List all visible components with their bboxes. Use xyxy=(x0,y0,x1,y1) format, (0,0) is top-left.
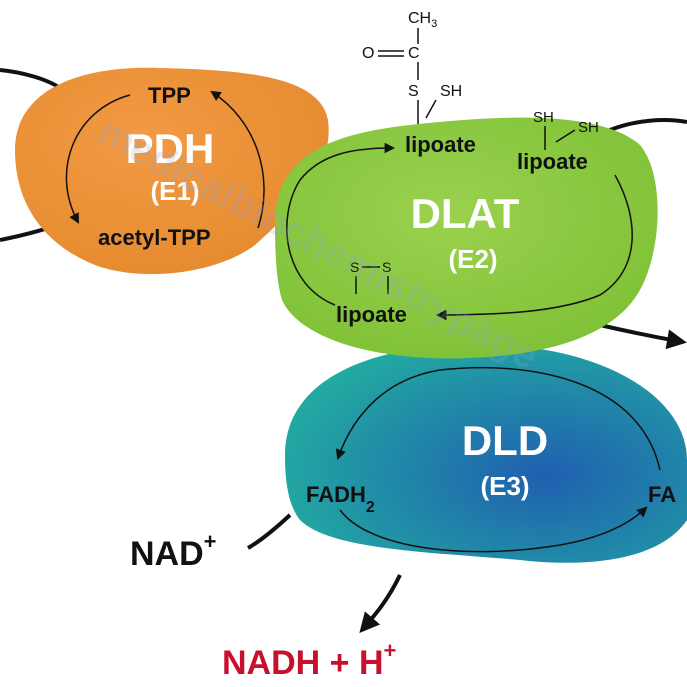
pdh-name: PDH xyxy=(126,125,215,172)
acetyl-structure: CH3 O C S SH xyxy=(362,10,462,124)
ch3-label: CH3 xyxy=(408,10,437,30)
sh-acetyl-label: SH xyxy=(440,83,462,100)
sulfur-acetyl-label: S xyxy=(408,83,419,100)
pdh-cycle-right-arrow xyxy=(210,90,265,229)
acetyl-tpp-label: acetyl-TPP xyxy=(98,225,211,250)
dlat-code: (E2) xyxy=(448,244,497,274)
oxidized-lipoate-disulfide: S S xyxy=(350,259,391,294)
dlat-cycle-left-arrow xyxy=(286,142,396,306)
tpp-label: TPP xyxy=(148,83,191,108)
dlat-cycle-right-arrow xyxy=(435,174,633,321)
dld-cycle-bottom-arrow xyxy=(339,506,648,553)
s-left-label: S xyxy=(350,259,359,275)
nadh-output-arrow xyxy=(359,574,402,634)
dld-enzyme-blob xyxy=(285,344,687,563)
output-arrow-right xyxy=(599,323,687,350)
output-line-right xyxy=(609,118,687,132)
dld-cycle-top-arrow xyxy=(335,366,661,471)
pdh-enzyme-blob xyxy=(15,67,329,275)
dld-name: DLD xyxy=(462,417,548,464)
sh-left-label: SH xyxy=(533,109,554,126)
lipoate-reduced-label: lipoate xyxy=(517,149,588,174)
dlat-name: DLAT xyxy=(411,190,520,237)
reduced-lipoate-sh: SH SH xyxy=(533,109,599,150)
s-right-label: S xyxy=(382,259,391,275)
pdh-cycle-left-arrow xyxy=(65,94,131,224)
fadh2-label: FADH2 xyxy=(306,482,375,516)
lipoate-acetyl-label: lipoate xyxy=(405,132,476,157)
dlat-enzyme-blob xyxy=(275,117,658,359)
nad-input-line xyxy=(247,513,292,550)
sh-right-label: SH xyxy=(578,119,599,136)
oxygen-label: O xyxy=(362,45,374,62)
fad-label: FA xyxy=(648,482,676,507)
nad-label: NAD+ xyxy=(130,529,217,573)
carbon-label: C xyxy=(408,45,420,62)
pdh-code: (E1) xyxy=(150,176,199,206)
nadh-label: NADH + H+ xyxy=(222,638,396,682)
dld-code: (E3) xyxy=(480,471,529,501)
lipoate-oxidized-label: lipoate xyxy=(336,302,407,327)
input-line-top xyxy=(0,68,62,90)
